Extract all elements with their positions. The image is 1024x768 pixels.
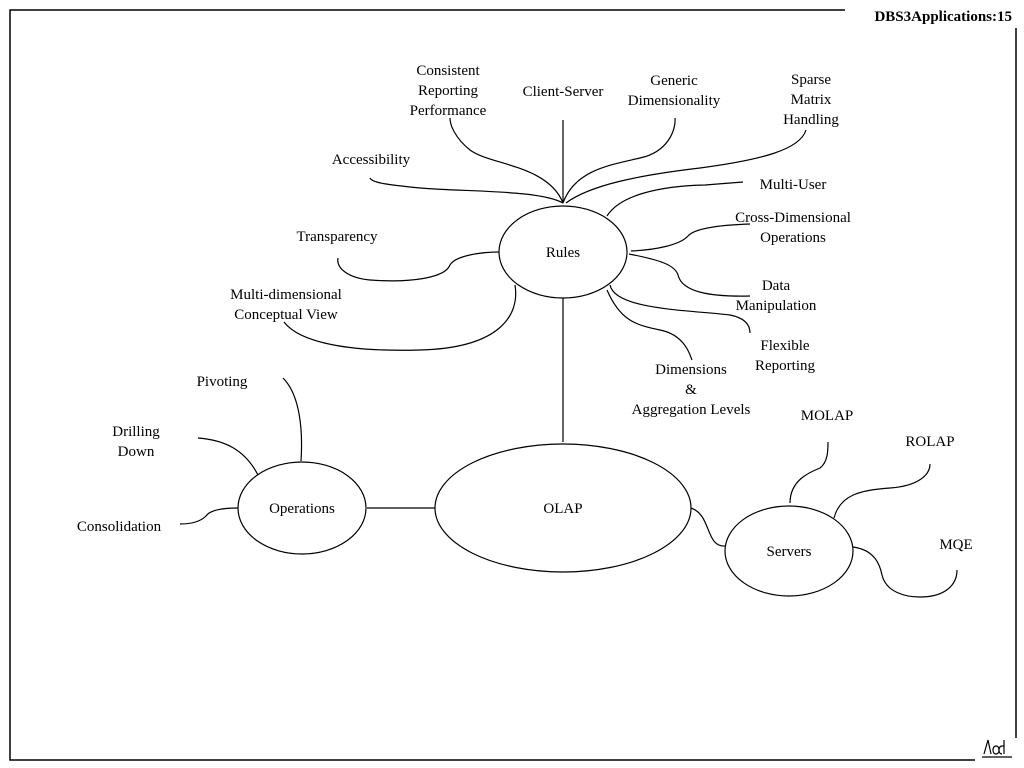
- rules-label-multi-user: Multi-User: [760, 177, 827, 193]
- label-line: Accessibility: [332, 152, 411, 168]
- lettered-logo: [982, 739, 1012, 758]
- label-line: Dimensionality: [628, 93, 721, 109]
- branch-consolidation: [179, 507, 239, 525]
- rules-label-transparency: Transparency: [296, 229, 378, 245]
- olap-servers-connector: [690, 507, 727, 547]
- branch-consistent-reporting: [449, 117, 564, 204]
- rules-label-client-server: Client-Server: [523, 84, 604, 100]
- label-line: Data: [762, 278, 791, 294]
- node-olap: OLAP: [434, 443, 692, 573]
- label-line: Manipulation: [736, 298, 817, 314]
- label-line: Aggregation Levels: [632, 402, 751, 418]
- label-line: Consistent: [416, 63, 480, 79]
- label-line: Generic: [650, 73, 698, 89]
- label-line: Client-Server: [523, 84, 604, 100]
- label-line: Conceptual View: [234, 307, 338, 323]
- branch-accessibility: [369, 177, 564, 204]
- label-line: Handling: [783, 112, 839, 128]
- node-servers: Servers: [724, 505, 854, 597]
- branch-generic-dimensionality: [562, 117, 676, 204]
- operations-label-pivoting: Pivoting: [197, 374, 248, 390]
- branch-drilling-down: [197, 437, 259, 476]
- rules-label-dimensions-aggregation-levels: Dimensions & Aggregation Levels: [632, 362, 751, 418]
- label-line: Flexible: [760, 338, 810, 354]
- label-line: &: [685, 382, 697, 398]
- branch-dimensions-aggregation: [606, 289, 693, 361]
- node-operations: Operations: [237, 461, 367, 555]
- node-servers-label: Servers: [767, 544, 812, 560]
- branch-cross-dimensional: [630, 223, 751, 252]
- label-line: Dimensions: [655, 362, 727, 378]
- branch-data-manipulation: [628, 253, 751, 297]
- branch-mqe: [852, 546, 958, 598]
- label-line: Consolidation: [77, 519, 162, 535]
- rules-label-accessibility: Accessibility: [332, 152, 411, 168]
- branch-pivoting: [282, 377, 303, 462]
- branch-flexible-reporting: [609, 284, 751, 334]
- label-line: MQE: [939, 537, 972, 553]
- node-operations-label: Operations: [269, 501, 335, 517]
- label-line: Multi-dimensional: [230, 287, 342, 303]
- branch-sparse-matrix: [565, 129, 807, 204]
- label-line: Matrix: [791, 92, 832, 108]
- servers-label-molap: MOLAP: [801, 408, 854, 424]
- label-line: Multi-User: [760, 177, 827, 193]
- branch-transparency: [337, 251, 500, 282]
- label-line: Reporting: [755, 358, 815, 374]
- label-line: Transparency: [296, 229, 378, 245]
- label-line: Sparse: [791, 72, 831, 88]
- branch-multi-user: [606, 181, 744, 217]
- node-olap-label: OLAP: [543, 501, 582, 517]
- label-line: Performance: [410, 103, 487, 119]
- branch-rolap: [833, 463, 931, 519]
- node-rules: Rules: [498, 205, 628, 299]
- label-line: Reporting: [418, 83, 478, 99]
- label-line: MOLAP: [801, 408, 854, 424]
- slide-id: DBS3Applications:15: [874, 9, 1012, 25]
- label-line: Down: [118, 444, 155, 460]
- branch-multidimensional-view: [283, 284, 517, 351]
- label-line: Pivoting: [197, 374, 248, 390]
- connectors: [179, 117, 958, 598]
- operations-label-consolidation: Consolidation: [77, 519, 162, 535]
- label-line: Operations: [760, 230, 826, 246]
- servers-label-rolap: ROLAP: [905, 434, 954, 450]
- label-line: Cross-Dimensional: [735, 210, 851, 226]
- label-line: Drilling: [112, 424, 160, 440]
- servers-label-mqe: MQE: [939, 537, 972, 553]
- node-rules-label: Rules: [546, 245, 580, 261]
- label-line: ROLAP: [905, 434, 954, 450]
- slide-frame: [9, 9, 1017, 761]
- branch-molap: [789, 441, 829, 504]
